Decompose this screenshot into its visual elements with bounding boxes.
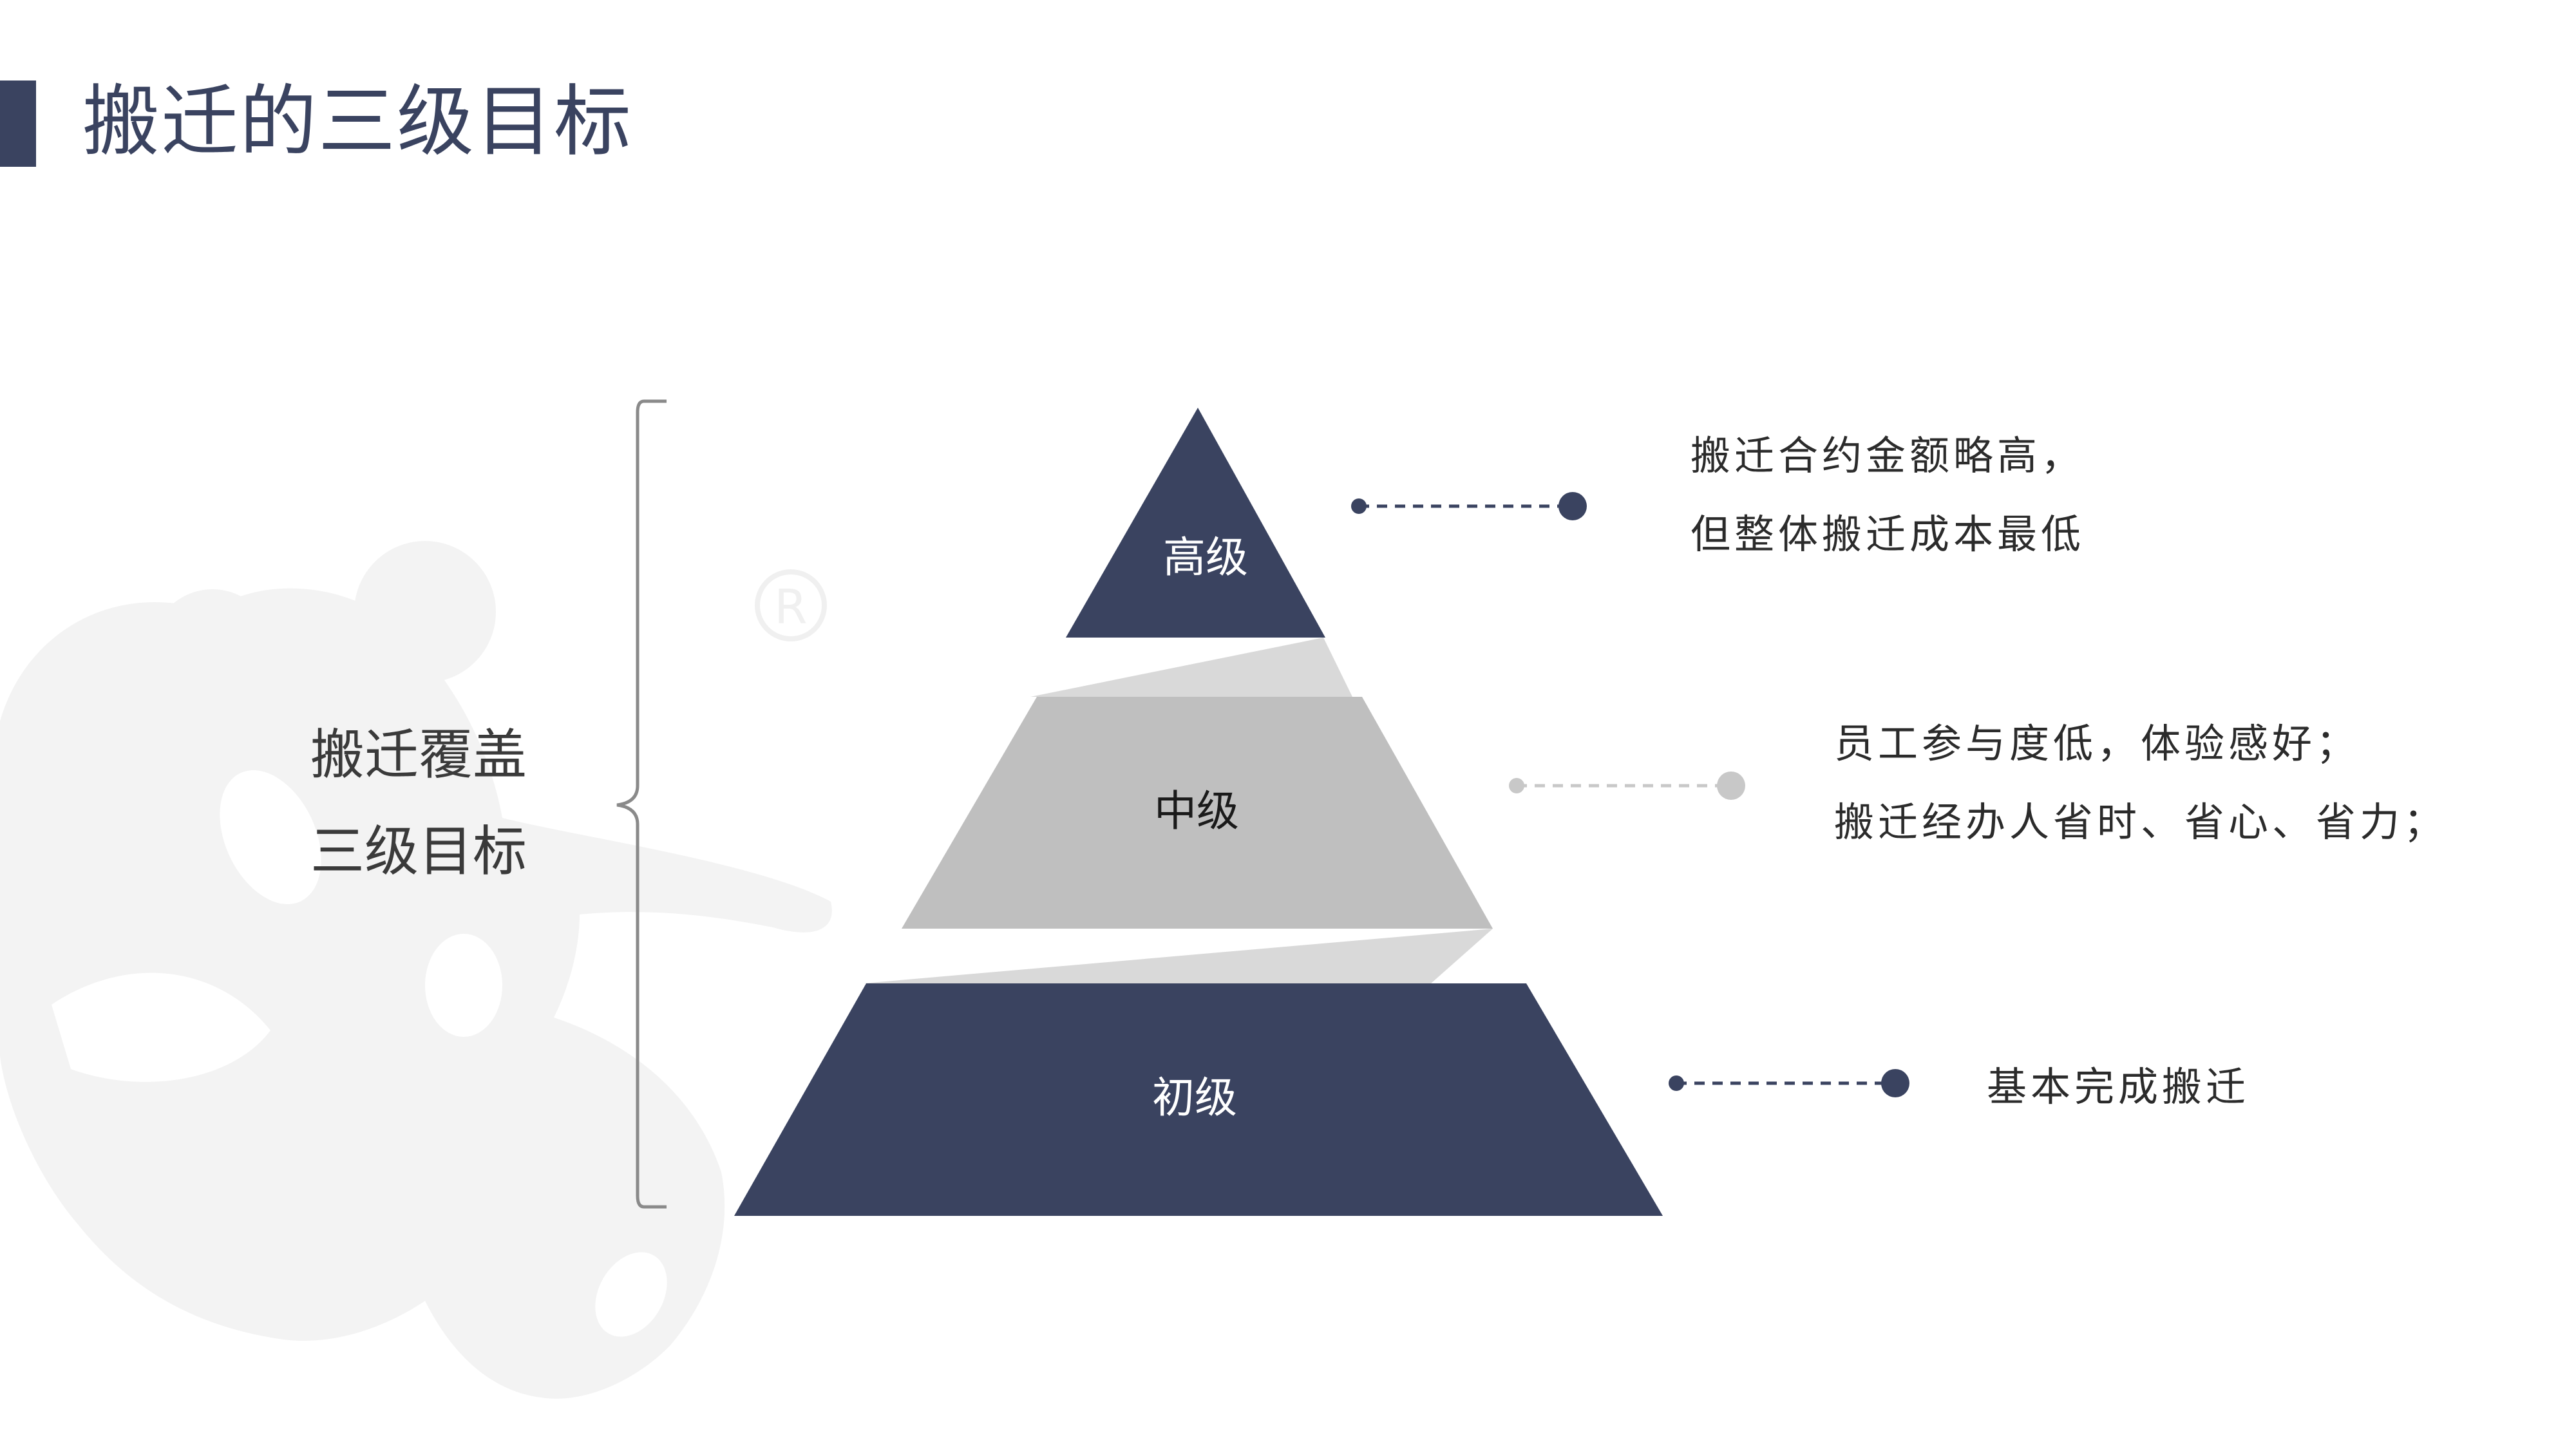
- side-label-line2: 三级目标: [310, 820, 527, 883]
- pyramid-level-middle: [902, 697, 1493, 929]
- description-top-line2: 但整体搬迁成本最低: [1690, 511, 2085, 558]
- pyramid-connector-upper: [1030, 638, 1352, 697]
- brace-icon: [616, 399, 667, 1209]
- connector-middle: [1509, 772, 1745, 800]
- page-title: 搬迁的三级目标: [82, 77, 632, 167]
- pyramid-level-bottom: [734, 983, 1663, 1216]
- title-accent-bar: [0, 80, 36, 167]
- pyramid-connector-lower: [863, 929, 1493, 983]
- description-top-line1: 搬迁合约金额略高，: [1690, 432, 2085, 479]
- connector-bottom: [1669, 1069, 1909, 1097]
- pyramid-level-top: [1066, 408, 1325, 638]
- svg-text:R: R: [774, 580, 807, 635]
- level-label-bottom: 初级: [1152, 1073, 1237, 1122]
- description-middle-line1: 员工参与度低，体验感好；: [1834, 720, 2360, 767]
- connector-top: [1351, 492, 1587, 520]
- level-label-middle: 中级: [1154, 786, 1239, 836]
- level-label-top: 高级: [1163, 533, 1248, 582]
- side-label-line1: 搬迁覆盖: [310, 723, 527, 786]
- description-middle-line2: 搬迁经办人省时、省心、省力；: [1834, 799, 2448, 846]
- description-bottom-line1: 基本完成搬迁: [1987, 1063, 2250, 1110]
